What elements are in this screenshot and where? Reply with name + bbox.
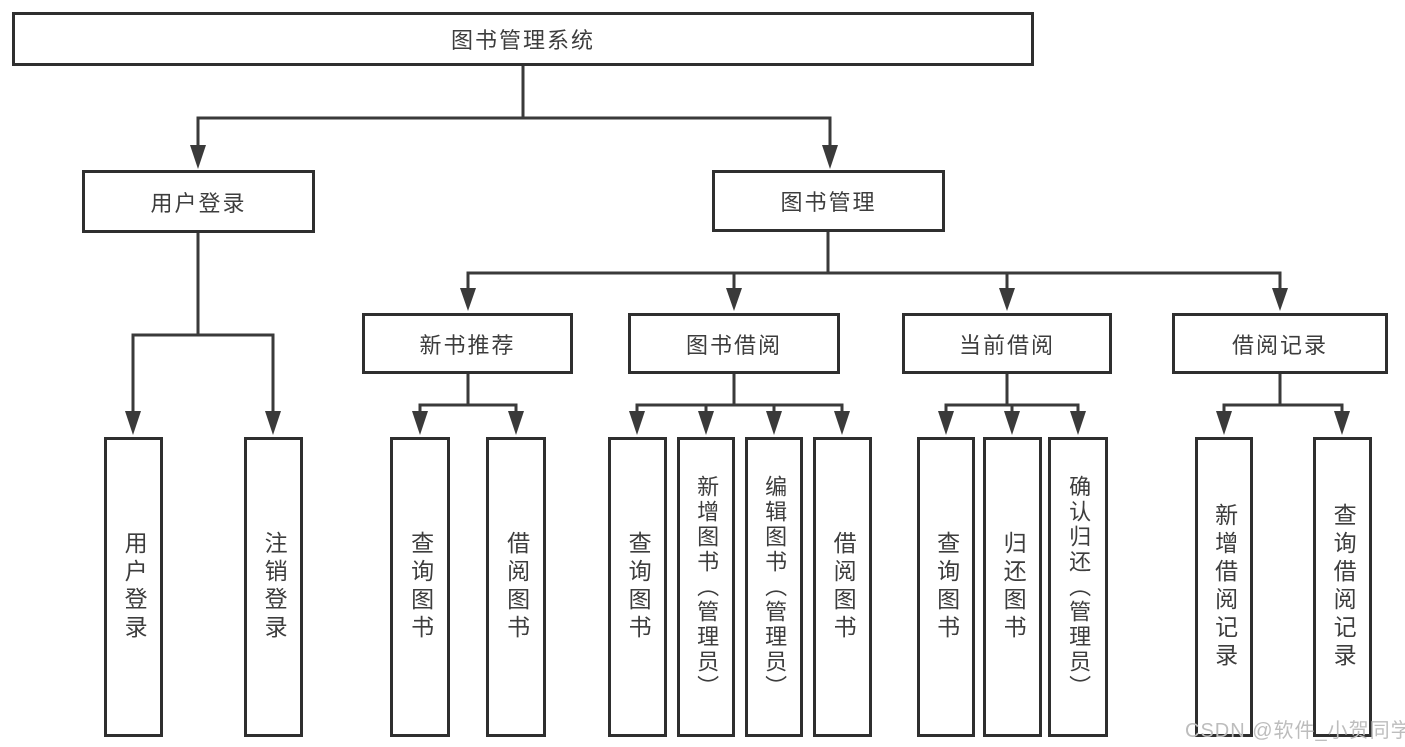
node-current-borrowing: 当前借阅 xyxy=(902,313,1112,374)
arrow-down-icon xyxy=(1070,411,1086,435)
node-new-book-recommend: 新书推荐 xyxy=(362,313,573,374)
node-user-login: 用户登录 xyxy=(82,170,315,233)
arrowhead-icons xyxy=(125,145,1350,435)
leaf-borrow-books-1: 借阅图书 xyxy=(486,437,546,737)
leaf-query-borrow-record: 查询借阅记录 xyxy=(1313,437,1372,737)
node-label: 用户登录 xyxy=(150,190,247,216)
node-label: 新书推荐 xyxy=(419,332,516,358)
arrow-down-icon xyxy=(766,411,782,435)
node-label: 查询借阅记录 xyxy=(1330,503,1357,671)
node-label: 图书管理系统 xyxy=(450,28,595,53)
arrow-down-icon xyxy=(1004,411,1020,435)
node-label: 编辑图书（管理员） xyxy=(762,474,788,700)
leaf-query-books-1: 查询图书 xyxy=(390,437,450,737)
arrow-down-icon xyxy=(508,411,524,435)
arrow-down-icon xyxy=(999,288,1015,311)
arrow-down-icon xyxy=(629,411,645,435)
node-label: 查询图书 xyxy=(625,531,652,643)
arrow-down-icon xyxy=(1334,411,1350,435)
node-label: 当前借阅 xyxy=(958,332,1055,358)
arrow-down-icon xyxy=(125,411,141,435)
node-label: 归还图书 xyxy=(1000,531,1027,643)
leaf-confirm-return-admin: 确认归还（管理员） xyxy=(1048,437,1108,737)
node-label: 用户登录 xyxy=(121,531,148,643)
arrow-down-icon xyxy=(698,411,714,435)
node-label: 借阅图书 xyxy=(830,531,857,643)
node-label: 查询图书 xyxy=(407,531,434,643)
leaf-borrow-books-2: 借阅图书 xyxy=(813,437,872,737)
node-label: 图书管理 xyxy=(780,190,877,215)
leaf-edit-books-admin: 编辑图书（管理员） xyxy=(745,437,803,737)
node-borrowing-records: 借阅记录 xyxy=(1172,313,1388,374)
node-label: 新增图书（管理员） xyxy=(694,474,720,700)
csdn-watermark: CSDN @软件_小贺同学 xyxy=(1185,720,1405,742)
node-book-management: 图书管理 xyxy=(712,170,945,232)
arrow-down-icon xyxy=(1272,288,1288,311)
node-book-borrowing: 图书借阅 xyxy=(628,313,840,374)
leaf-query-books-2: 查询图书 xyxy=(608,437,667,737)
leaf-logout: 注销登录 xyxy=(244,437,303,737)
arrow-down-icon xyxy=(938,411,954,435)
leaf-add-books-admin: 新增图书（管理员） xyxy=(677,437,735,737)
arrow-down-icon xyxy=(190,145,206,169)
leaf-return-books: 归还图书 xyxy=(983,437,1042,737)
arrow-down-icon xyxy=(460,288,476,311)
leaf-query-books-3: 查询图书 xyxy=(917,437,975,737)
node-label: 注销登录 xyxy=(261,531,288,643)
node-label: 查询图书 xyxy=(933,531,960,643)
arrow-down-icon xyxy=(265,411,281,435)
leaf-user-login: 用户登录 xyxy=(104,437,163,737)
arrow-down-icon xyxy=(1216,411,1232,435)
node-label: 借阅图书 xyxy=(503,531,530,643)
node-label: 新增借阅记录 xyxy=(1211,503,1238,671)
node-library-management-system: 图书管理系统 xyxy=(12,12,1034,66)
connector-lines xyxy=(131,66,1344,412)
node-label: 图书借阅 xyxy=(685,332,782,358)
arrow-down-icon xyxy=(834,411,850,435)
node-label: 借阅记录 xyxy=(1231,332,1328,358)
arrow-down-icon xyxy=(412,411,428,435)
arrow-down-icon xyxy=(822,145,838,169)
node-label: 确认归还（管理员） xyxy=(1066,474,1092,700)
arrow-down-icon xyxy=(726,288,742,311)
leaf-add-borrow-record: 新增借阅记录 xyxy=(1195,437,1253,737)
